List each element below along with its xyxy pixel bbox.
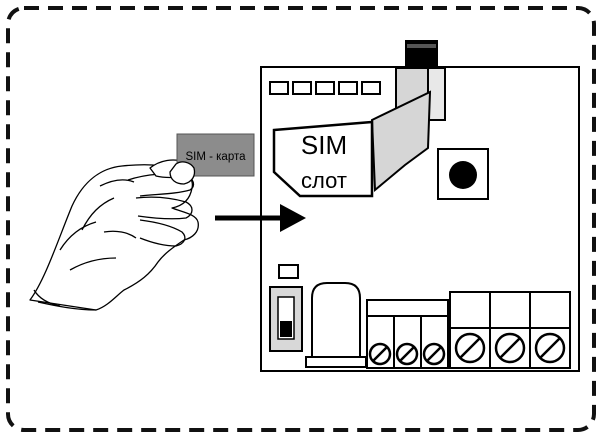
screw-icon — [494, 332, 526, 364]
screw-icon — [534, 332, 566, 364]
screw-icon — [422, 342, 446, 366]
hand-icon — [29, 159, 199, 311]
led-3 — [315, 81, 335, 95]
relay-component — [305, 282, 367, 368]
dashed-frame — [6, 6, 596, 432]
led-4 — [338, 81, 358, 95]
device-board: SIM слот — [260, 40, 580, 372]
led-1 — [269, 81, 289, 95]
terminal-block-small — [366, 299, 449, 369]
led-2 — [292, 81, 312, 95]
flex-cable — [370, 90, 432, 193]
sim-slot-label-line1: SIM — [301, 130, 347, 160]
sim-slot: SIM слот — [272, 120, 374, 198]
dip-switch — [269, 286, 303, 352]
led-indicators — [269, 81, 381, 95]
thumb-over-card — [169, 161, 196, 185]
button-dot — [449, 161, 477, 189]
reset-button — [437, 148, 489, 200]
screw-icon — [368, 342, 392, 366]
screw-icon — [454, 332, 486, 364]
sim-card-label: SIM - карта — [185, 151, 246, 163]
screw-icon — [395, 342, 419, 366]
small-indicator — [278, 264, 299, 279]
dip-switch-lever — [280, 321, 292, 337]
arrow-right-icon — [215, 204, 306, 232]
terminal-block-large — [449, 291, 571, 369]
sim-slot-label-line2: слот — [301, 168, 347, 193]
led-5 — [361, 81, 381, 95]
